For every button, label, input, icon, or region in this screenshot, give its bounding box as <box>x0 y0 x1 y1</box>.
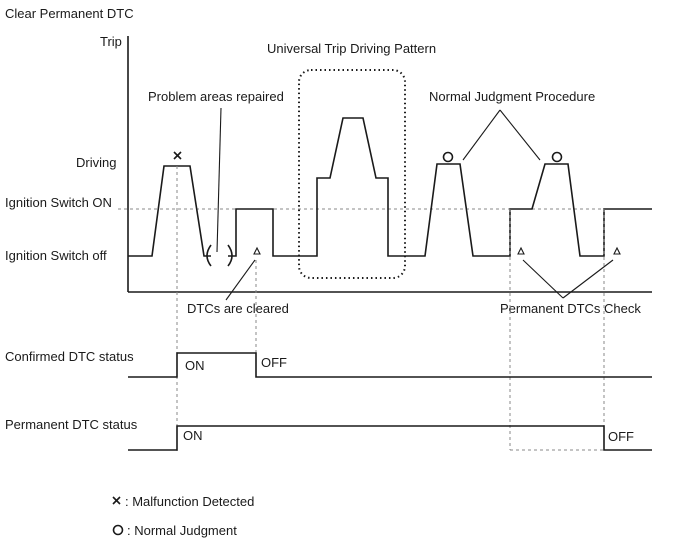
dtcs-cleared-label: DTCs are cleared <box>187 301 289 316</box>
diagram-title: Clear Permanent DTC <box>5 6 134 21</box>
universal-trip-box <box>298 69 406 279</box>
dtc-check-triangle-icon <box>253 246 261 255</box>
confirmed-status-waveform <box>128 352 652 378</box>
legend-malfunction-x-icon <box>112 496 121 505</box>
normal-procedure-label: Normal Judgment Procedure <box>429 89 595 104</box>
problem-repaired-pointer <box>216 107 222 253</box>
permanent-check-pointer-2 <box>562 259 614 299</box>
permanent-status-off: OFF <box>608 429 634 444</box>
permanent-check-label: Permanent DTCs Check <box>500 301 641 316</box>
malfunction-x-icon <box>173 151 182 160</box>
confirmed-status-on: ON <box>185 358 205 373</box>
normal-judgment-circle-icon <box>442 151 454 163</box>
y-axis-label: Trip <box>100 34 122 49</box>
permanent-status-on: ON <box>183 428 203 443</box>
permanent-check-pointer-1 <box>522 259 564 299</box>
level-label-ignition-off: Ignition Switch off <box>5 248 107 263</box>
confirmed-status-label: Confirmed DTC status <box>5 349 134 364</box>
permanent-status-waveform <box>128 425 652 451</box>
normal-procedure-pointer-1 <box>462 109 501 161</box>
dtcs-cleared-pointer <box>225 259 256 301</box>
trip-waveform-segment-1 <box>128 165 211 257</box>
legend-normal-circle-icon <box>112 524 124 536</box>
normal-judgment-circle-icon <box>551 151 563 163</box>
confirmed-status-off: OFF <box>261 355 287 370</box>
permanent-status-label: Permanent DTC status <box>5 417 138 432</box>
dtc-check-triangle-icon <box>517 246 525 255</box>
break-mark-1 <box>206 244 212 267</box>
legend-normal-label: : Normal Judgment <box>127 523 237 538</box>
problem-repaired-label: Problem areas repaired <box>148 89 284 104</box>
normal-procedure-pointer-2 <box>499 109 541 161</box>
trip-waveform-segment-2 <box>228 117 652 257</box>
legend-malfunction-label: : Malfunction Detected <box>125 494 254 509</box>
level-label-driving: Driving <box>76 155 116 170</box>
universal-trip-label: Universal Trip Driving Pattern <box>267 41 436 56</box>
dtc-check-triangle-icon <box>613 246 621 255</box>
level-label-ignition-on: Ignition Switch ON <box>5 195 112 210</box>
